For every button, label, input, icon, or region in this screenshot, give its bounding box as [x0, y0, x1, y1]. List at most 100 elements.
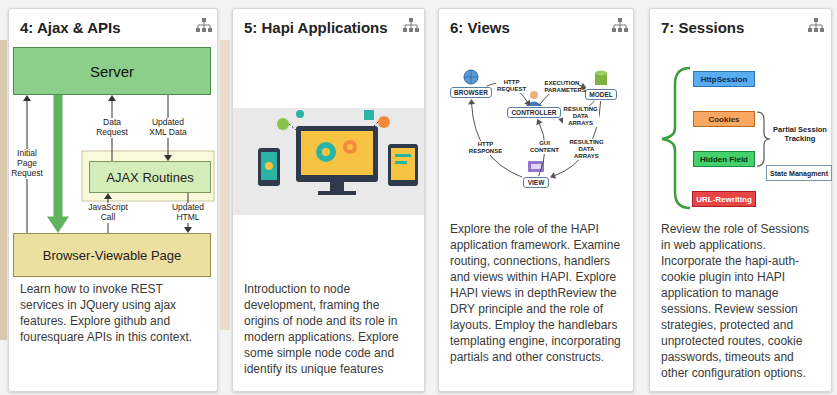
box-text: State Managment — [770, 170, 828, 177]
arrowhead — [536, 119, 542, 125]
mvc-icon — [595, 71, 607, 76]
hierarchy-icon — [612, 18, 628, 32]
node-illustration — [391, 148, 415, 180]
course-card: 4: Ajax & APIsLearn how to invoke REST s… — [8, 8, 218, 392]
box-text: VIEW — [528, 179, 545, 186]
arrowhead — [23, 95, 31, 101]
course-card: 7: SessionsReview the role of Sessions i… — [649, 8, 832, 392]
mvc-icon — [528, 161, 544, 172]
state-box: State Managment — [766, 165, 832, 181]
note-label: Partial Session Tracking — [771, 126, 829, 143]
edge-label-text: HTTP REQUEST — [496, 79, 528, 93]
edge-label: Initial Page Request — [10, 149, 44, 178]
arrowhead — [184, 227, 192, 233]
box-text: URL-Rewriting — [696, 195, 752, 204]
node-illustration — [343, 140, 357, 154]
connector — [468, 99, 522, 177]
edge-label-text: RESULTING DATA ARRAYS — [563, 106, 599, 127]
mvc-node: CONTROLLER — [507, 107, 560, 118]
ajax-panel — [82, 151, 214, 201]
box-text: Hidden Field — [700, 155, 748, 164]
tracking-box: Cookies — [693, 111, 755, 127]
side-strip — [0, 40, 230, 340]
edge-label-text: HTTP RESPONSE — [467, 141, 503, 155]
note-text: Partial Session Tracking — [771, 126, 829, 143]
node-illustration — [330, 182, 344, 191]
connector-line — [54, 95, 63, 220]
mvc-node: BROWSER — [450, 87, 492, 98]
edge-label-text: JavaScript Call — [85, 203, 131, 223]
node-illustration — [388, 144, 418, 186]
mvc-icon — [531, 164, 541, 169]
bracket — [662, 68, 770, 208]
connector-line — [472, 103, 522, 177]
node-illustration — [347, 144, 353, 150]
node-illustration — [318, 191, 356, 195]
course-card: 5: Hapi ApplicationsIntroduction to node… — [232, 8, 425, 392]
box-text: Browser-Viewable Page — [43, 248, 182, 263]
node-illustration — [265, 162, 273, 170]
connector — [47, 95, 69, 233]
box-text: Cookies — [708, 115, 739, 124]
card-title: 5: Hapi Applications — [233, 9, 424, 41]
edge-label-text: RESULTING DATA ARRAYS — [568, 139, 604, 160]
arrowhead — [108, 95, 116, 101]
node-illustration — [395, 161, 407, 164]
arrowhead — [164, 155, 172, 161]
arrowhead — [104, 193, 112, 199]
side-strip — [220, 40, 230, 330]
course-card: 6: ViewsExplore the role of the HAPI app… — [438, 8, 634, 392]
ajax-panel — [82, 151, 214, 201]
mvc-node: MODEL — [585, 89, 617, 100]
node-illustration — [277, 118, 289, 130]
card-title: 7: Sessions — [650, 9, 831, 41]
tracking-box: HttpSession — [693, 71, 755, 87]
mvc-icon — [530, 91, 538, 99]
edge-label: RESULTING DATA ARRAYS — [568, 139, 604, 160]
edge-label: HTTP REQUEST — [496, 79, 528, 93]
mvc-icon — [464, 70, 478, 84]
arrowhead — [580, 83, 586, 89]
node-illustration — [378, 116, 390, 128]
edge-label-text: GUI CONTENT — [526, 140, 562, 154]
hierarchy-icon — [196, 18, 824, 32]
process-box: AJAX Routines — [89, 161, 211, 193]
edge-label: Updated HTML — [167, 203, 209, 223]
mvc-icon — [595, 73, 607, 85]
art-space — [439, 41, 633, 221]
edge-label: JavaScript Call — [85, 203, 131, 223]
arrowhead — [47, 217, 69, 234]
hierarchy-icon — [808, 18, 824, 32]
mvc-node: VIEW — [523, 177, 549, 188]
node-illustration — [364, 110, 374, 120]
arrowhead — [468, 99, 475, 104]
card-description: Explore the role of the HAPI application… — [439, 221, 633, 365]
card-title: 4: Ajax & APIs — [9, 9, 217, 41]
box-text: MODEL — [589, 91, 612, 98]
arrowhead — [550, 172, 556, 179]
tracking-box: Hidden Field — [693, 151, 755, 167]
edge-label: EXECUTION PARAMETERS — [543, 80, 579, 94]
box-text: HttpSession — [701, 75, 748, 84]
card-description: Review the role of Sessions in web appli… — [650, 221, 831, 381]
edge-label-text: Data Request — [90, 118, 134, 138]
mvc-icon — [464, 70, 478, 84]
node-illustration — [258, 148, 280, 186]
node-illustration — [296, 110, 304, 118]
card-description: Introduction to node development, framin… — [233, 281, 424, 377]
tracking-box: URL-Rewriting — [692, 191, 756, 207]
mvc-icon — [464, 70, 607, 172]
arrowhead — [524, 100, 530, 106]
bracket — [757, 112, 770, 166]
node-illustration — [322, 148, 330, 156]
node-illustration — [301, 131, 373, 175]
edge-label-text: Updated HTML — [167, 203, 209, 223]
edge-label: Data Request — [90, 118, 134, 138]
edge-label: GUI CONTENT — [526, 140, 562, 154]
node-illustration — [261, 152, 277, 180]
art-space — [233, 41, 424, 281]
box-text: Server — [90, 63, 134, 80]
side-strip — [0, 40, 7, 340]
card-description: Learn how to invoke REST services in JQu… — [9, 281, 217, 345]
card-title: 6: Views — [439, 9, 633, 41]
